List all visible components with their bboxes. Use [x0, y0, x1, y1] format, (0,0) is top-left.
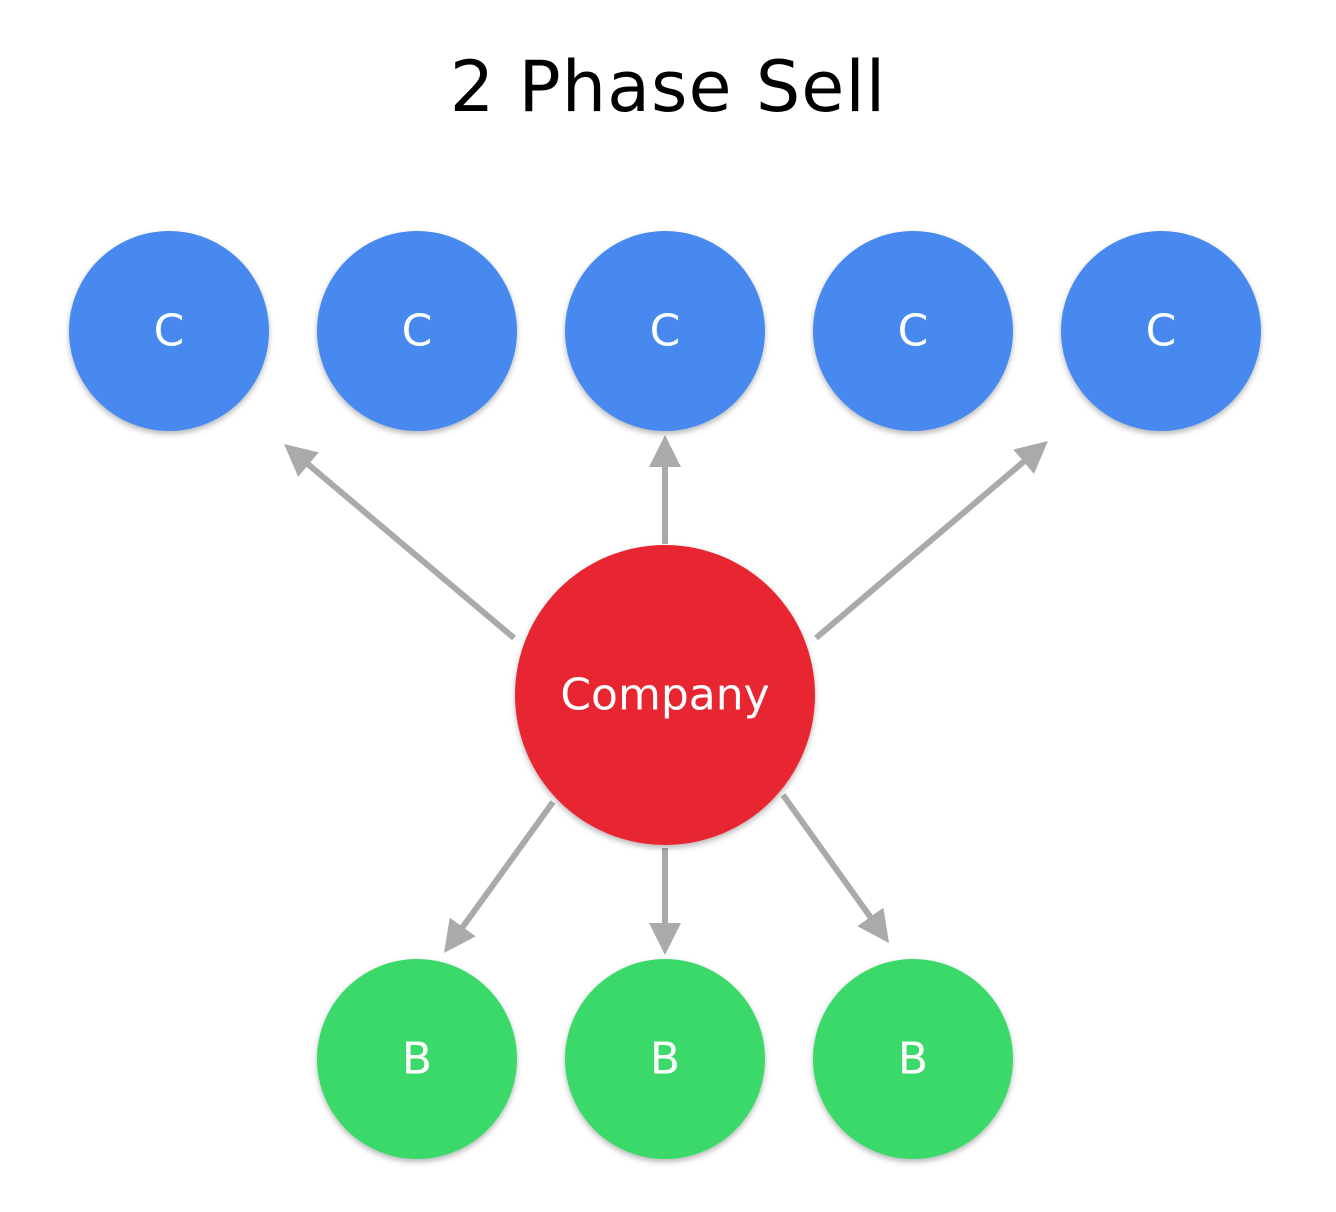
company-node-circle [515, 545, 815, 845]
customer-node-3: C [565, 231, 765, 431]
b-node-1-circle [317, 959, 517, 1159]
customer-node-1-label: C [154, 306, 185, 357]
arrow-company-to-b-node-1 [444, 800, 556, 953]
customer-node-3-circle [565, 231, 765, 431]
customer-node-5: C [1061, 231, 1261, 431]
edges-layer [284, 435, 1048, 955]
arrow-company-to-customer-1 [284, 444, 516, 641]
b-node-2-circle [565, 959, 765, 1159]
arrow-company-to-customer-3 [649, 435, 681, 544]
arrow-head [284, 444, 319, 477]
b-node-1-label: B [402, 1034, 432, 1085]
b-node-3-circle [813, 959, 1013, 1159]
customer-node-5-circle [1061, 231, 1261, 431]
b-node-3: B [813, 959, 1013, 1159]
customer-node-1-circle [69, 231, 269, 431]
arrow-head [649, 435, 681, 467]
customer-node-2-circle [317, 231, 517, 431]
b-node-2-label: B [650, 1034, 680, 1085]
arrow-head [649, 923, 681, 955]
arrow-shaft [304, 461, 516, 641]
diagram-title: 2 Phase Sell [449, 46, 887, 128]
customer-node-4-circle [813, 231, 1013, 431]
arrow-head [857, 907, 889, 943]
company-node: Company [515, 545, 815, 845]
arrow-shaft [814, 458, 1028, 641]
b-node-2: B [565, 959, 765, 1159]
arrow-head [1013, 441, 1048, 474]
customer-node-4-label: C [898, 306, 929, 357]
customer-node-2: C [317, 231, 517, 431]
b-node-3-label: B [898, 1034, 928, 1085]
arrow-shaft [780, 793, 874, 921]
customer-node-3-label: C [650, 306, 681, 357]
arrow-head [444, 917, 476, 953]
arrow-company-to-customer-5 [814, 441, 1048, 641]
customer-node-2-label: C [402, 306, 433, 357]
arrow-company-to-b-node-2 [649, 848, 681, 955]
company-node-label: Company [560, 670, 769, 721]
customer-node-5-label: C [1146, 306, 1177, 357]
customer-node-1: C [69, 231, 269, 431]
arrow-company-to-b-node-3 [780, 793, 889, 943]
customer-node-4: C [813, 231, 1013, 431]
b-node-1: B [317, 959, 517, 1159]
arrow-shaft [459, 800, 556, 931]
